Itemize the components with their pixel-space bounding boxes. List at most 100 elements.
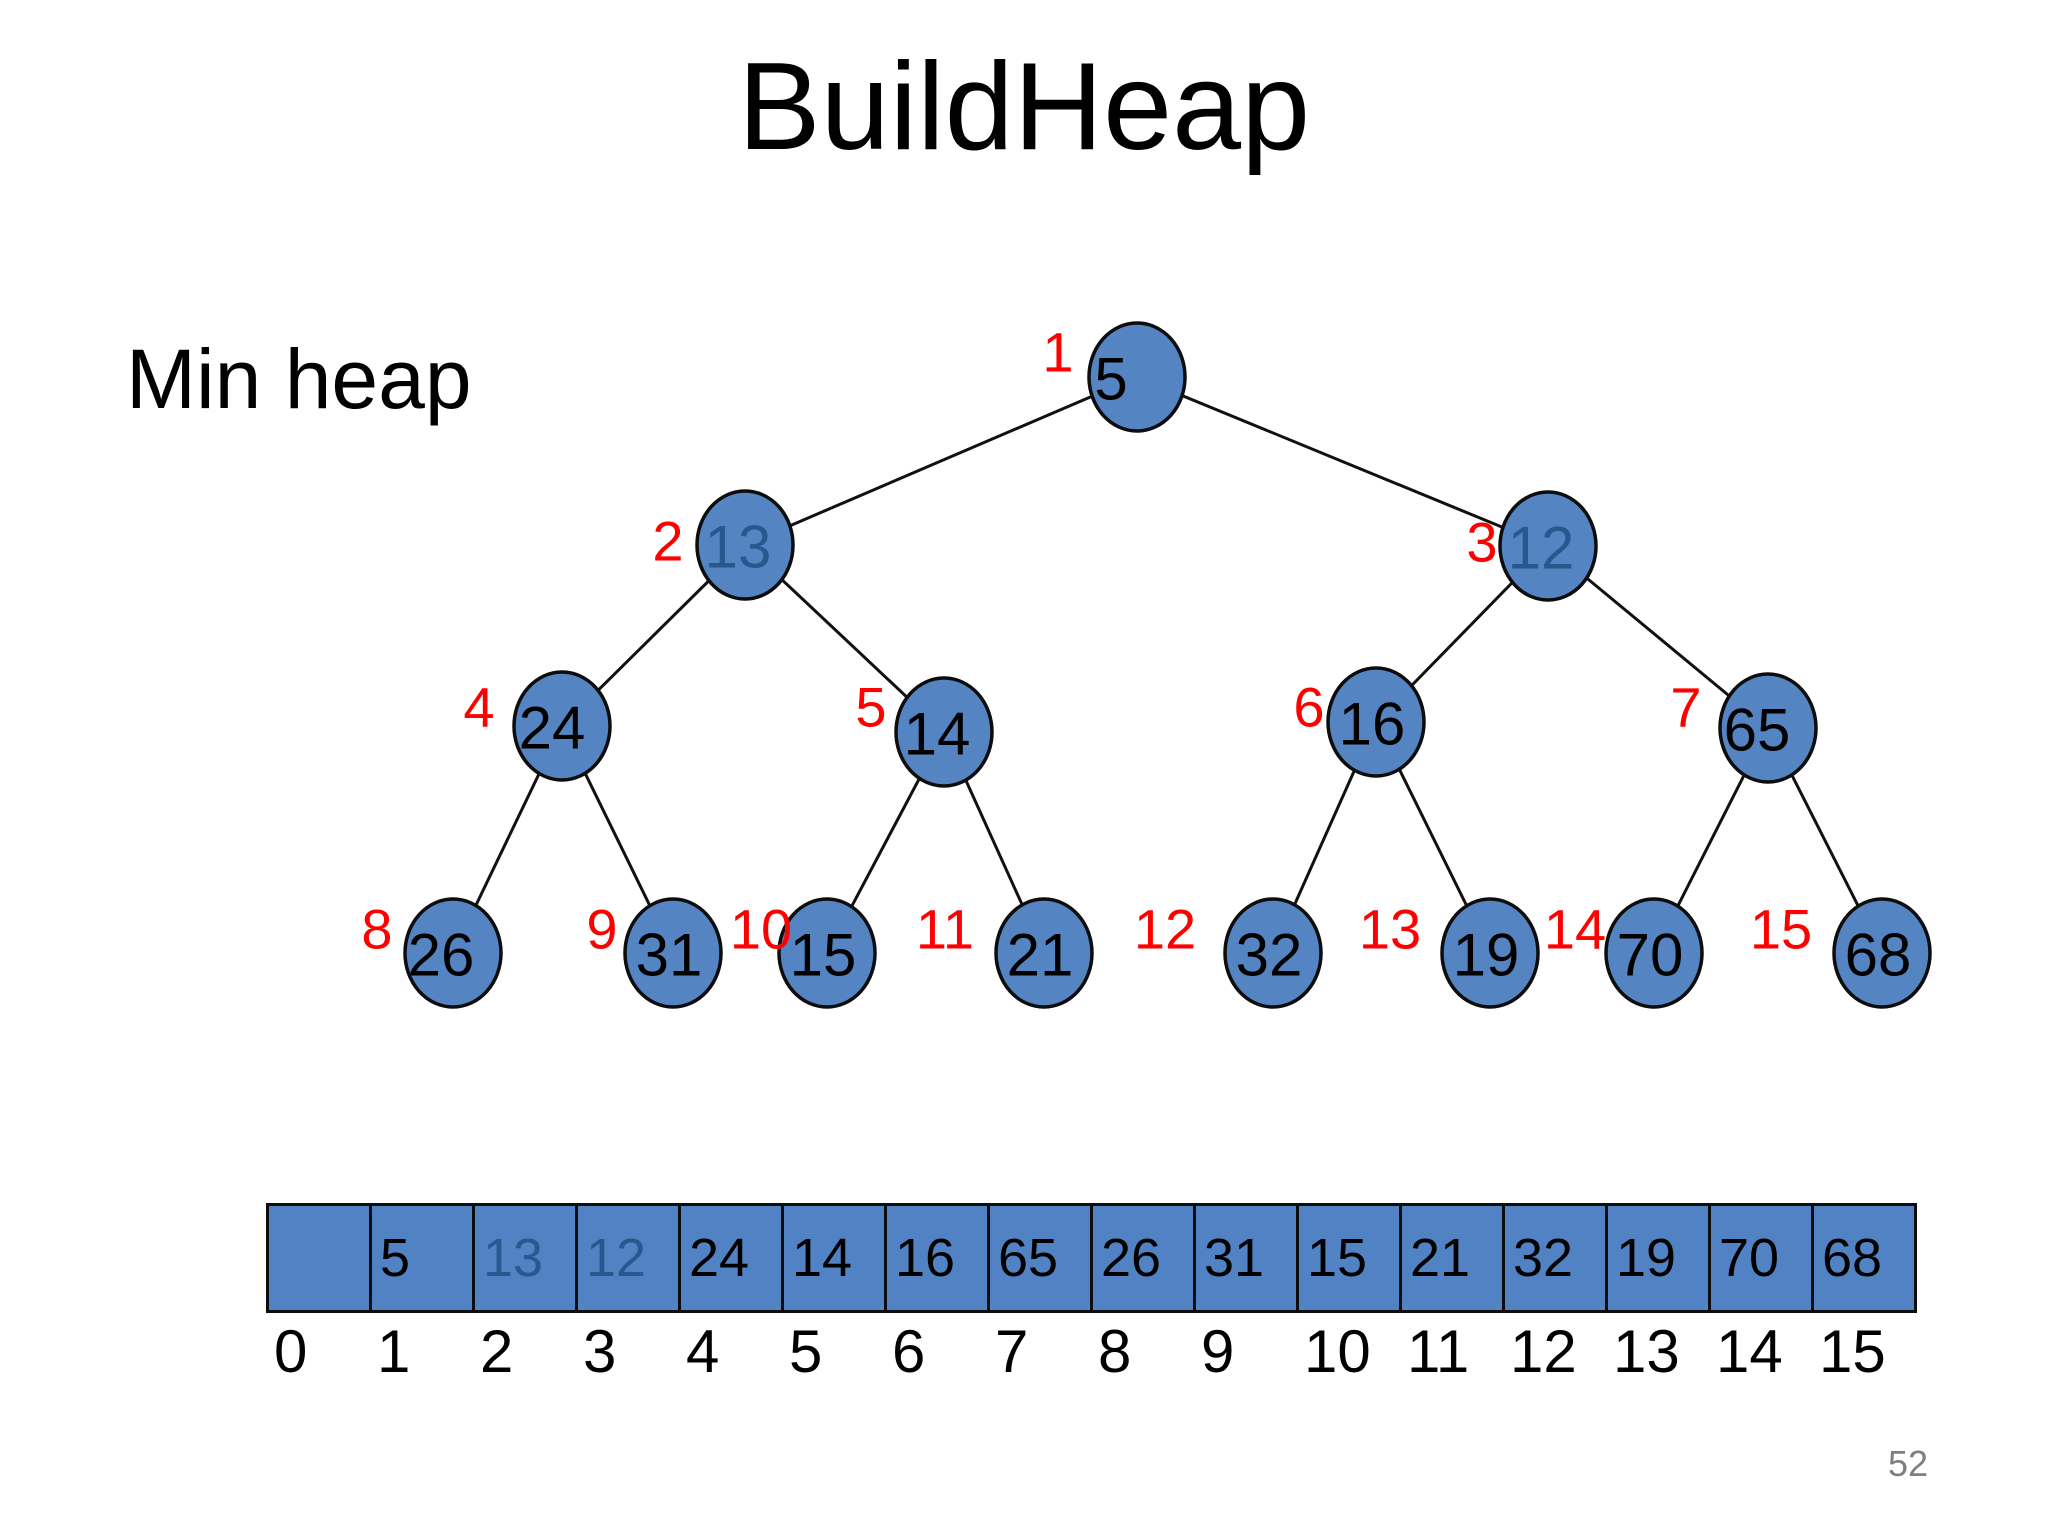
node-value: 14 [904, 701, 971, 768]
array-cell: 5 [369, 1203, 475, 1313]
node-circle [894, 676, 994, 788]
node-circle [1498, 490, 1598, 602]
node-value: 65 [1724, 697, 1791, 764]
array-cell-value: 21 [1410, 1228, 1471, 1288]
node-value: 19 [1453, 922, 1520, 989]
page-number: 52 [1888, 1443, 1929, 1484]
node-circle [1718, 672, 1818, 784]
node-heap-index-label: 9 [586, 898, 617, 961]
array-cell-value: 26 [1101, 1228, 1162, 1288]
node-value: 16 [1339, 691, 1406, 758]
array-cell: 70 [1708, 1203, 1814, 1313]
array-cell: 31 [1193, 1203, 1299, 1313]
array-cell-value: 13 [483, 1228, 544, 1288]
node-value: 68 [1845, 922, 1912, 989]
node-value: 5 [1094, 346, 1127, 413]
tree-node: 24 4 [463, 670, 612, 782]
node-value: 26 [408, 922, 475, 989]
node-heap-index-label: 1 [1042, 321, 1073, 384]
array-cell-value: 70 [1719, 1228, 1780, 1288]
array-index-label: 13 [1613, 1318, 1680, 1385]
node-circle [695, 489, 795, 601]
array-cell: 14 [781, 1203, 887, 1313]
tree-node: 166 [1293, 666, 1426, 778]
node-heap-index-label: 10 [730, 898, 792, 961]
array-cell-value: 12 [586, 1228, 647, 1288]
array-index-label: 12 [1510, 1318, 1577, 1385]
tree-node: 68 15 [1750, 897, 1932, 1009]
node-value: 32 [1236, 922, 1303, 989]
array-index-label: 9 [1201, 1318, 1235, 1385]
node-heap-index-label: 11 [916, 898, 974, 961]
node-circle [1832, 897, 1932, 1009]
array-cell: 12 [575, 1203, 681, 1313]
tree-node: 123 [1466, 490, 1598, 602]
array-cell: 32 [1502, 1203, 1608, 1313]
array-cell: 15 [1296, 1203, 1402, 1313]
min-heap-label: Min heap [126, 332, 472, 426]
array-cell: 21 [1399, 1203, 1505, 1313]
array-cell-value: 14 [792, 1228, 853, 1288]
node-circle [623, 897, 723, 1009]
array-index-label: 11 [1407, 1318, 1470, 1385]
array-cell: 19 [1605, 1203, 1711, 1313]
array-index-label: 2 [480, 1318, 514, 1385]
array-cell-value: 16 [895, 1228, 956, 1288]
node-circle [777, 897, 877, 1009]
node-circle [1326, 666, 1426, 778]
array-cell-value: 15 [1307, 1228, 1368, 1288]
node-circle [1223, 897, 1323, 1009]
tree-edge [744, 375, 1138, 547]
node-heap-index-label: 15 [1750, 898, 1812, 961]
array-cell: 16 [884, 1203, 990, 1313]
node-value: 12 [1508, 515, 1575, 582]
node-heap-index-label: 7 [1670, 676, 1701, 739]
array-cell-value: 65 [998, 1228, 1059, 1288]
page-title: BuildHeap [737, 38, 1311, 176]
array-index-label: 0 [274, 1318, 308, 1385]
array-cell-value: 31 [1204, 1228, 1265, 1288]
node-value: 31 [636, 922, 703, 989]
node-circle [994, 897, 1094, 1009]
tree-node: 132 [652, 489, 795, 601]
node-circle [403, 897, 503, 1009]
array-cell: 68 [1811, 1203, 1917, 1313]
node-heap-index-label: 12 [1134, 898, 1196, 961]
array-cell: 24 [678, 1203, 784, 1313]
node-heap-index-label: 13 [1359, 898, 1421, 961]
tree-node: 51 [1042, 321, 1187, 433]
node-circle [1604, 897, 1704, 1009]
node-heap-index-label: 3 [1466, 511, 1497, 574]
array-cell-value: 32 [1513, 1228, 1574, 1288]
array-index-label: 7 [995, 1318, 1029, 1385]
array-cell-value: 19 [1616, 1228, 1677, 1288]
node-circle [1440, 897, 1540, 1009]
node-heap-index-label: 14 [1544, 898, 1606, 961]
tree-node: 31 9 [586, 897, 723, 1009]
node-heap-index-label: 8 [361, 898, 392, 961]
tree-node: 21 11 [916, 897, 1094, 1009]
tree-node: 14 5 [855, 676, 994, 788]
tree-node: 26 8 [361, 897, 503, 1009]
node-value: 15 [790, 922, 857, 989]
node-value: 13 [705, 514, 772, 581]
array-cell [266, 1203, 372, 1313]
array-index-label: 4 [686, 1318, 720, 1385]
node-value: 21 [1007, 922, 1074, 989]
array-cell: 26 [1090, 1203, 1196, 1313]
array-index-label: 10 [1304, 1318, 1371, 1385]
array-index-label: 15 [1819, 1318, 1886, 1385]
node-value: 24 [519, 695, 586, 762]
array-index-label: 1 [377, 1318, 411, 1385]
array-cell: 65 [987, 1203, 1093, 1313]
array-index-label: 8 [1098, 1318, 1132, 1385]
node-heap-index-label: 5 [855, 676, 886, 739]
node-value: 70 [1617, 922, 1684, 989]
node-heap-index-label: 4 [463, 676, 494, 739]
array-index-label: 3 [583, 1318, 617, 1385]
tree-node: 65 7 [1670, 672, 1818, 784]
